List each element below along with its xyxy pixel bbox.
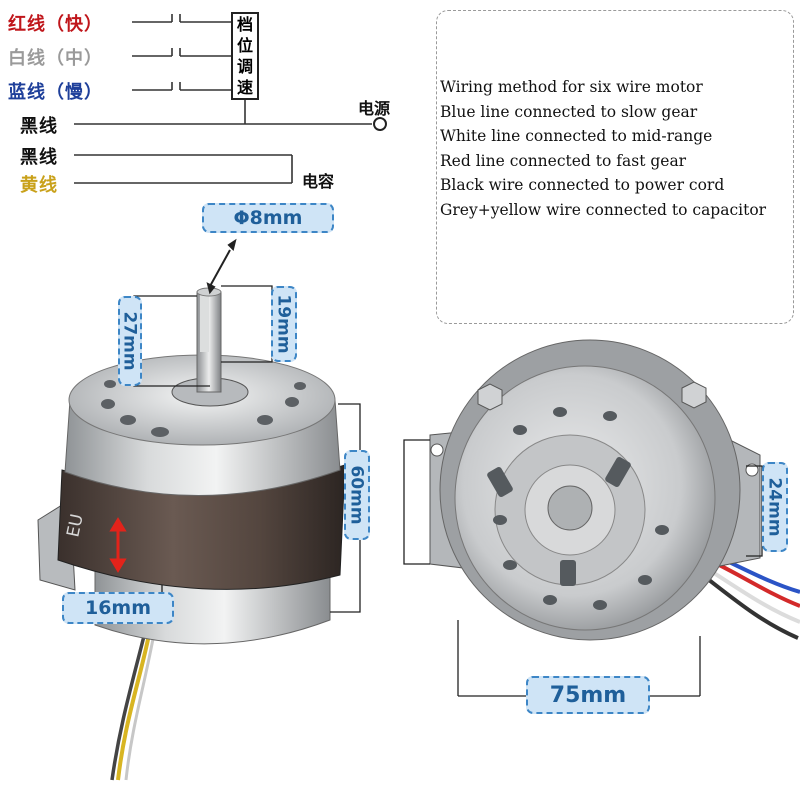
wire-label-red: 红线（快） bbox=[8, 14, 103, 35]
speed-control-char: 调 bbox=[236, 57, 253, 76]
speed-control-box: 档 位 调 速 bbox=[231, 12, 259, 100]
motor-side-view: EU bbox=[37, 238, 361, 781]
body-diameter-value: 75mm bbox=[549, 682, 627, 708]
stack-height-value: 16mm bbox=[84, 597, 152, 619]
body-height-badge: 60mm bbox=[344, 450, 370, 540]
body-height-value: 60mm bbox=[347, 465, 367, 525]
info-lines: Wiring method for six wire motor Blue li… bbox=[440, 75, 766, 222]
shaft-diameter-badge: Φ8mm bbox=[202, 203, 334, 233]
wire-label-yellow: 黄线 bbox=[20, 175, 58, 196]
info-line: Black wire connected to power cord bbox=[440, 176, 725, 194]
info-line: Grey+yellow wire connected to capacitor bbox=[440, 200, 767, 219]
info-line: Wiring method for six wire motor bbox=[440, 78, 703, 96]
shaft-length-flat-badge: 19mm bbox=[271, 286, 297, 362]
shaft-length-total-value: 27mm bbox=[120, 311, 140, 371]
shaft-length-total-badge: 27mm bbox=[118, 296, 142, 386]
wire-label-white: 白线（中） bbox=[8, 48, 103, 69]
speed-control-char: 位 bbox=[236, 36, 253, 55]
wire-label-black-capacitor: 黑线 bbox=[20, 147, 58, 168]
wire-label-blue: 蓝线（慢） bbox=[8, 82, 103, 103]
motor-rear-view bbox=[403, 339, 800, 697]
info-line: Red line connected to fast gear bbox=[440, 151, 687, 170]
wire-label-black-power: 黑线 bbox=[20, 116, 58, 137]
body-diameter-badge: 75mm bbox=[526, 676, 650, 714]
power-label: 电源 bbox=[358, 99, 391, 118]
info-box: Wiring method for six wire motor Blue li… bbox=[436, 10, 794, 324]
shaft-length-flat-value: 19mm bbox=[274, 294, 294, 354]
speed-control-char: 档 bbox=[236, 15, 253, 34]
capacitor-label: 电容 bbox=[302, 172, 335, 191]
info-line: White line connected to mid-range bbox=[440, 127, 713, 145]
info-line: Blue line connected to slow gear bbox=[440, 102, 698, 121]
speed-control-char: 速 bbox=[236, 78, 253, 97]
stator-marking: EU bbox=[63, 512, 87, 539]
shaft-diameter-value: Φ8mm bbox=[233, 207, 303, 229]
stack-height-badge: 16mm bbox=[62, 592, 174, 624]
power-terminal bbox=[373, 117, 387, 131]
wiring-diagram: 红线（快） 白线（中） 蓝线（慢） 黑线 黑线 黄线 档 位 调 速 电源 电容 bbox=[0, 0, 430, 200]
mount-height-badge: 24mm bbox=[762, 462, 788, 552]
mount-height-value: 24mm bbox=[765, 477, 785, 537]
wiring-lines bbox=[74, 14, 387, 184]
